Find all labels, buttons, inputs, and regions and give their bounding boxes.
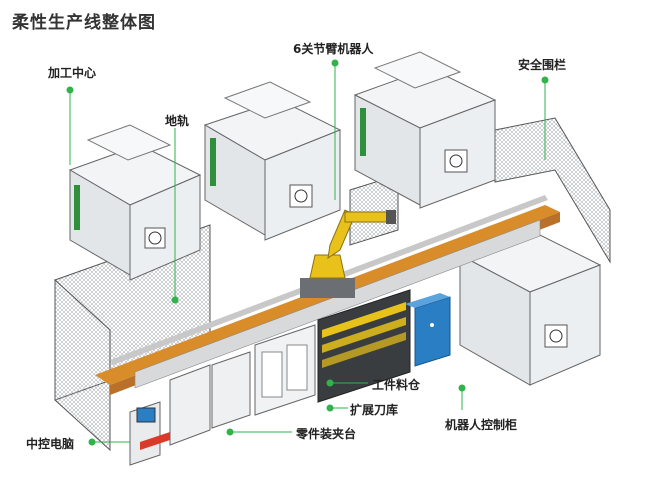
machining-center-1 bbox=[68, 124, 202, 281]
leader-lines bbox=[69, 63, 546, 443]
label-six-axis-robot: 6关节臂机器人 bbox=[293, 42, 374, 56]
label-fixture-station: 零件装夹台 bbox=[296, 427, 357, 441]
tool-magazine bbox=[254, 324, 316, 416]
label-ground-rail: 地轨 bbox=[165, 114, 190, 128]
six-axis-robot bbox=[300, 209, 396, 298]
central-computer bbox=[129, 401, 170, 466]
label-workpiece-silo: 工件料仓 bbox=[372, 378, 421, 392]
workpiece-silo bbox=[317, 289, 411, 403]
label-robot-cabinet: 机器人控制柜 bbox=[445, 418, 518, 432]
machining-center-2 bbox=[203, 81, 342, 241]
label-tool-magazine: 扩展刀库 bbox=[350, 403, 399, 417]
robot-control-cabinet bbox=[405, 293, 451, 367]
machining-center-3 bbox=[353, 51, 497, 209]
fixture-stations bbox=[169, 351, 251, 446]
label-safety-fence: 安全围栏 bbox=[518, 58, 567, 72]
marker-dots bbox=[66, 59, 549, 446]
diagram-title: 柔性生产线整体图 bbox=[12, 13, 156, 33]
label-machining-center: 加工中心 bbox=[48, 66, 97, 80]
label-central-pc: 中控电脑 bbox=[26, 437, 75, 451]
